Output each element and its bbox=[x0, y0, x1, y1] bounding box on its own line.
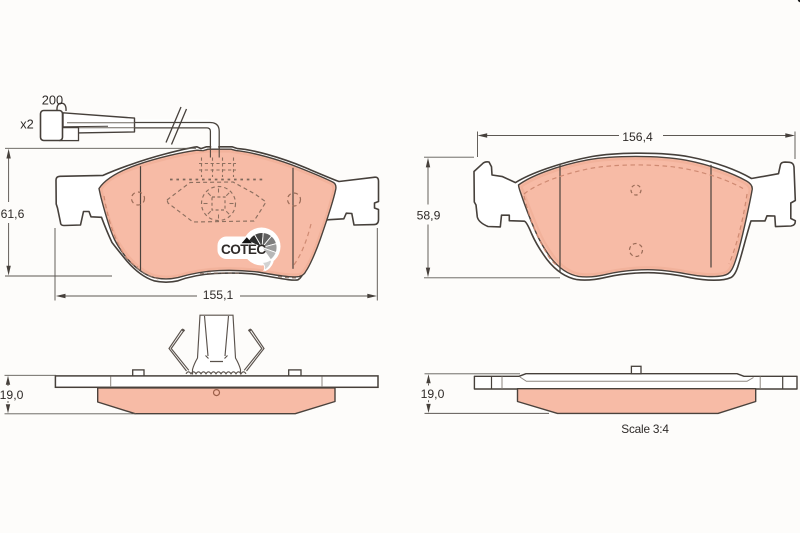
svg-text:19,0: 19,0 bbox=[421, 387, 445, 401]
svg-text:x2: x2 bbox=[20, 117, 34, 132]
svg-text:200: 200 bbox=[42, 93, 63, 108]
svg-text:156,4: 156,4 bbox=[622, 130, 653, 144]
svg-text:19,0: 19,0 bbox=[0, 388, 24, 402]
svg-text:61,6: 61,6 bbox=[1, 207, 25, 221]
svg-text:Scale 3:4: Scale 3:4 bbox=[621, 422, 669, 436]
svg-text:155,1: 155,1 bbox=[203, 288, 234, 302]
svg-text:COTEC: COTEC bbox=[221, 242, 266, 257]
svg-text:58,9: 58,9 bbox=[417, 209, 441, 223]
